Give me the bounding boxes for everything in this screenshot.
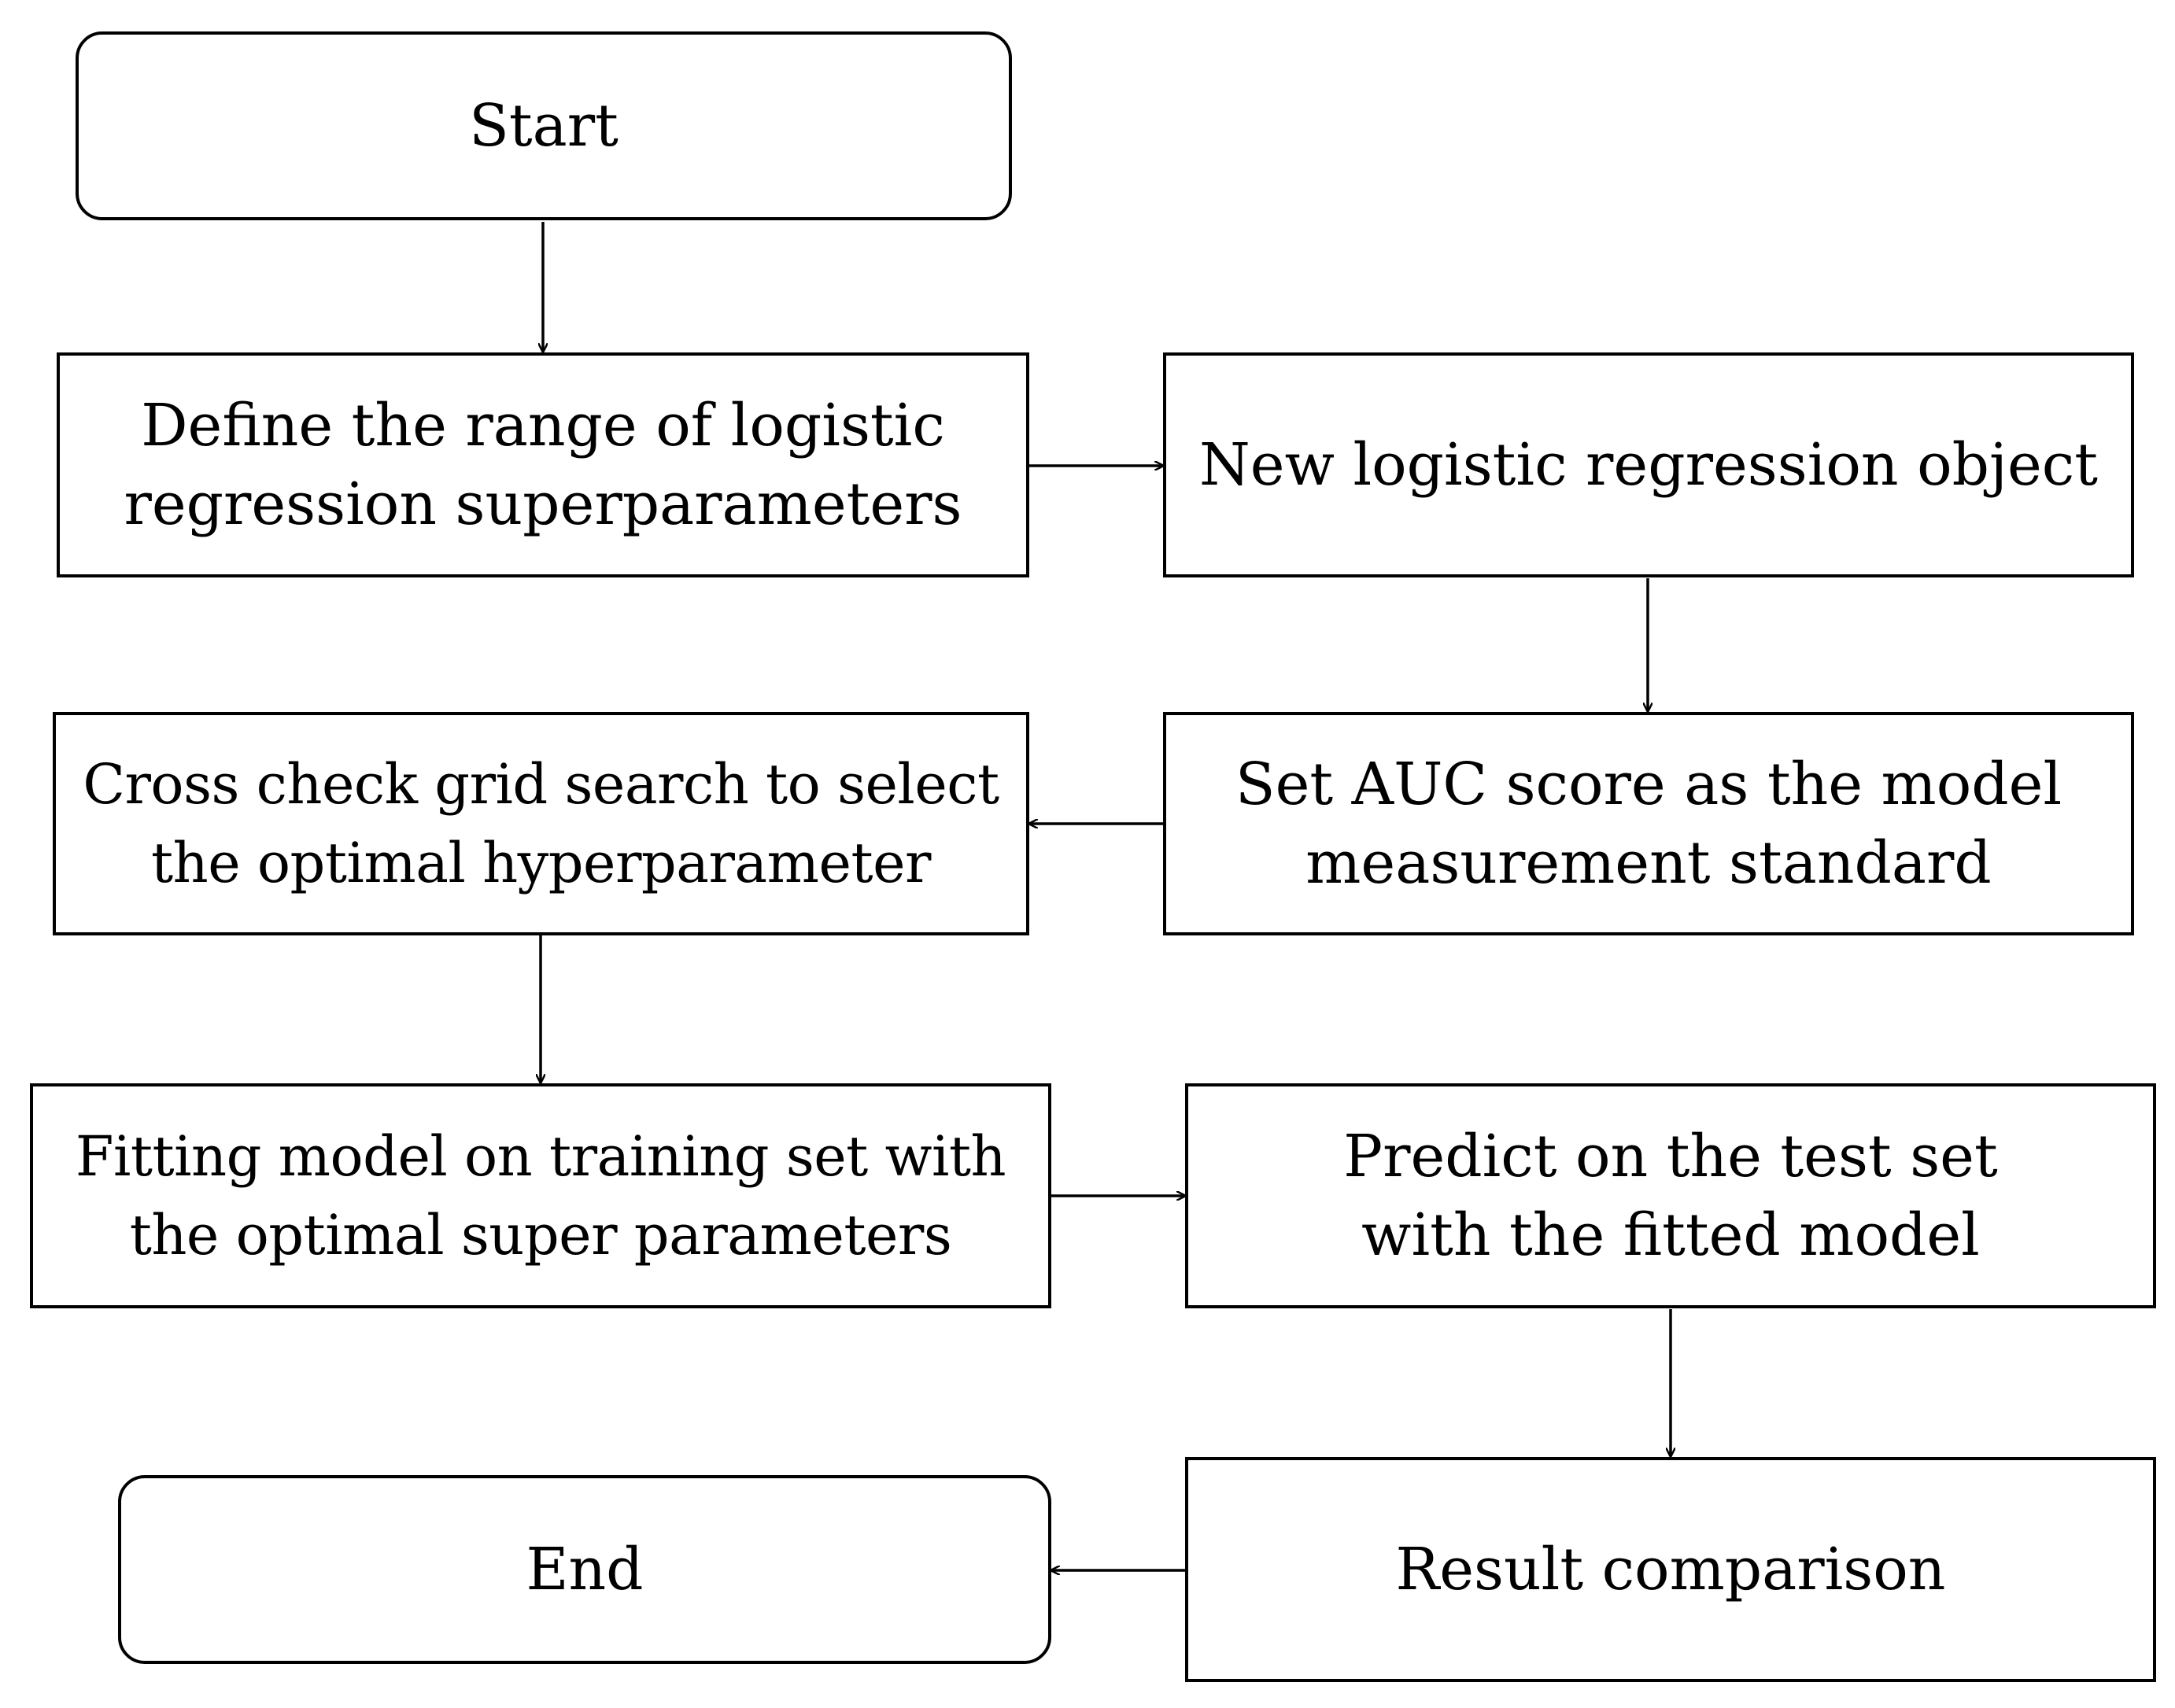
start-label: Start (469, 92, 619, 160)
start-node: Start (76, 31, 1012, 220)
define-range-node: Define the range of logistic regression … (57, 352, 1029, 577)
grid-search-label: Cross check grid search to select the op… (83, 752, 999, 895)
grid-search-node: Cross check grid search to select the op… (53, 712, 1029, 935)
predict-label: Predict on the test set with the fitted … (1343, 1123, 1998, 1269)
fit-model-node: Fitting model on training set with the o… (30, 1083, 1051, 1308)
define-range-label: Define the range of logistic regression … (124, 392, 962, 538)
set-auc-label: Set AUC score as the model measurement s… (1235, 751, 2062, 897)
set-auc-node: Set AUC score as the model measurement s… (1163, 712, 2134, 935)
result-node: Result comparison (1185, 1457, 2156, 1682)
new-object-node: New logistic regression object (1163, 352, 2134, 577)
end-label: End (526, 1536, 644, 1603)
predict-node: Predict on the test set with the fitted … (1185, 1083, 2156, 1308)
new-object-label: New logistic regression object (1199, 431, 2098, 499)
result-label: Result comparison (1395, 1536, 1946, 1603)
fit-model-label: Fitting model on training set with the o… (75, 1124, 1006, 1267)
end-node: End (118, 1475, 1051, 1664)
